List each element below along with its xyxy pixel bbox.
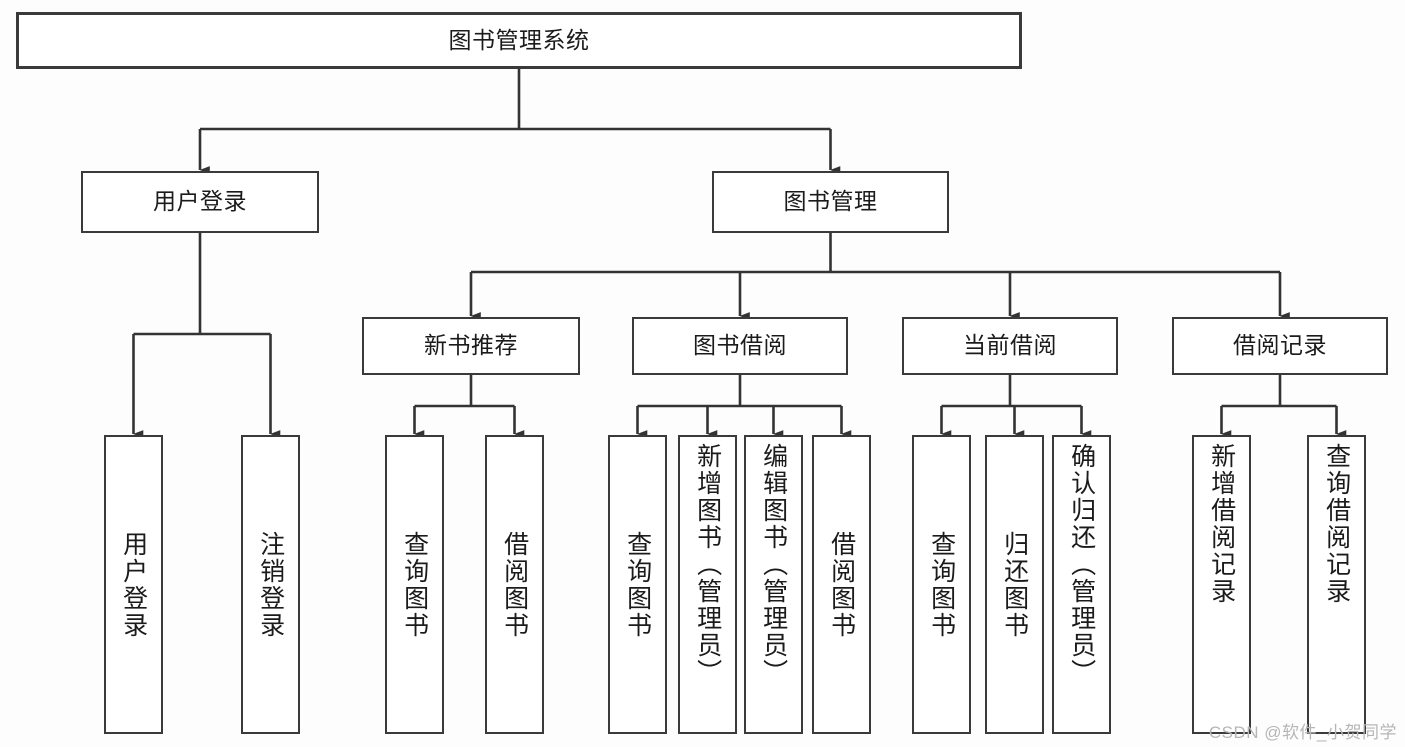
node-label: 图书借阅: [693, 332, 787, 359]
node-leaf-cb-confirm[interactable]: 确认归还（管理员）: [1052, 435, 1111, 734]
node-label: 用户登录: [153, 188, 247, 215]
node-label: 当前借阅: [963, 332, 1057, 359]
node-label: 查询图书: [400, 530, 429, 639]
node-borrow-record[interactable]: 借阅记录: [1172, 317, 1388, 375]
csdn-watermark: CSDN @软件_小贺同学: [1208, 723, 1397, 742]
node-label: 新书推荐: [424, 332, 518, 359]
node-label: 查询图书: [623, 530, 652, 639]
node-label: 查询图书: [927, 530, 956, 639]
node-label: 注销登录: [256, 530, 285, 639]
node-book-manage[interactable]: 图书管理: [712, 171, 949, 233]
node-leaf-user-logout[interactable]: 注销登录: [241, 435, 300, 734]
node-current-borrow[interactable]: 当前借阅: [902, 317, 1118, 375]
node-label: 借阅图书: [827, 530, 856, 639]
node-leaf-cb-query[interactable]: 查询图书: [912, 435, 971, 734]
node-label: 确认归还（管理员）: [1067, 443, 1096, 686]
node-leaf-bb-borrow[interactable]: 借阅图书: [812, 435, 871, 734]
node-leaf-br-query[interactable]: 查询借阅记录: [1307, 435, 1366, 734]
node-root[interactable]: 图书管理系统: [16, 12, 1022, 69]
node-label: 新增图书（管理员）: [693, 443, 722, 686]
node-book-borrow[interactable]: 图书借阅: [632, 317, 848, 375]
node-label: 编辑图书（管理员）: [759, 443, 788, 686]
node-label: 图书管理: [783, 188, 878, 215]
node-label: 借阅图书: [500, 530, 529, 639]
node-user-login[interactable]: 用户登录: [81, 171, 319, 233]
node-leaf-rec-query[interactable]: 查询图书: [385, 435, 444, 734]
node-new-book-rec[interactable]: 新书推荐: [362, 317, 580, 375]
node-label: 查询借阅记录: [1322, 443, 1351, 605]
node-leaf-user-login[interactable]: 用户登录: [104, 435, 163, 734]
node-label: 归还图书: [1000, 530, 1029, 639]
node-leaf-cb-return[interactable]: 归还图书: [985, 435, 1044, 734]
node-leaf-br-add[interactable]: 新增借阅记录: [1192, 435, 1251, 734]
node-leaf-bb-edit[interactable]: 编辑图书（管理员）: [744, 435, 803, 734]
node-label: 新增借阅记录: [1207, 443, 1236, 605]
node-leaf-bb-query[interactable]: 查询图书: [608, 435, 667, 734]
node-label: 借阅记录: [1233, 332, 1327, 359]
node-leaf-bb-add[interactable]: 新增图书（管理员）: [678, 435, 737, 734]
node-label: 用户登录: [119, 530, 148, 639]
node-label: 图书管理系统: [448, 26, 590, 53]
node-leaf-rec-borrow[interactable]: 借阅图书: [485, 435, 544, 734]
